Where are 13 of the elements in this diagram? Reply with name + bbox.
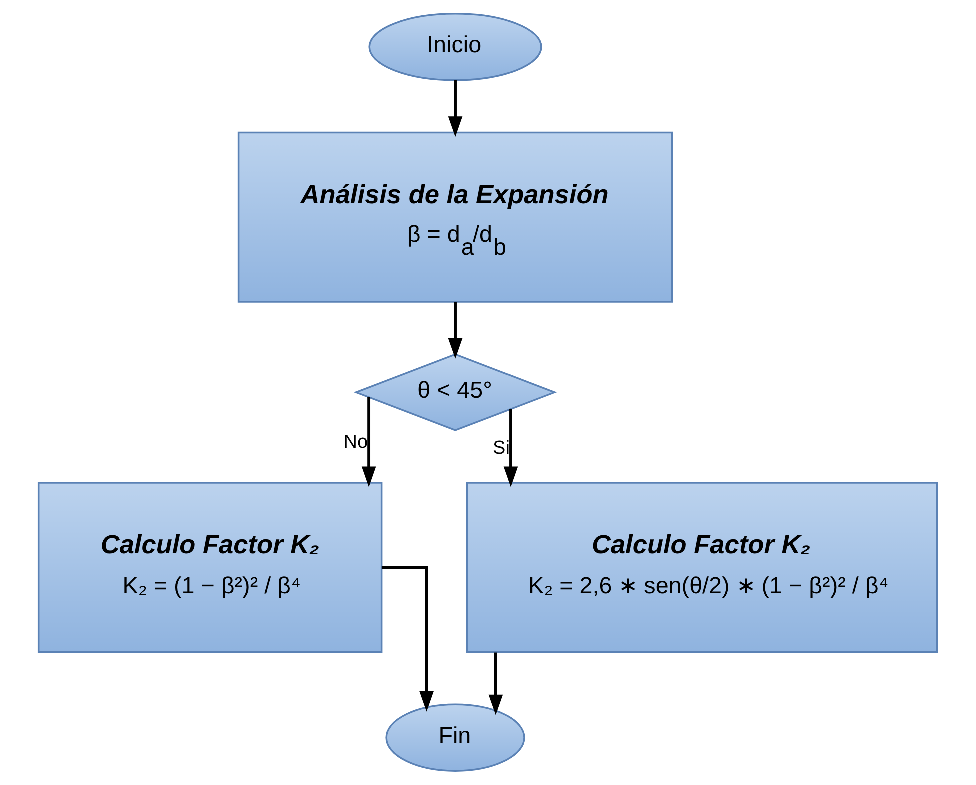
edge-label: Si	[493, 438, 510, 459]
arrow	[448, 80, 463, 138]
node-box: Calculo Factor K₂ K₂ = 2,6 ∗ sen(θ/2) ∗ (1 − β²)² / β⁴	[466, 482, 938, 654]
node-ellipse: Inicio	[368, 13, 542, 82]
arrow	[362, 398, 376, 488]
arrow	[504, 409, 518, 488]
arrow	[382, 566, 434, 712]
node-diamond: θ < 45°	[354, 354, 558, 432]
edge-label: No	[344, 432, 368, 454]
node-ellipse: Fin	[386, 704, 526, 772]
arrow	[488, 652, 504, 716]
node-box: Calculo Factor K₂ K₂ = (1 − β²)² / β⁴	[38, 482, 383, 654]
arrow	[448, 302, 463, 359]
